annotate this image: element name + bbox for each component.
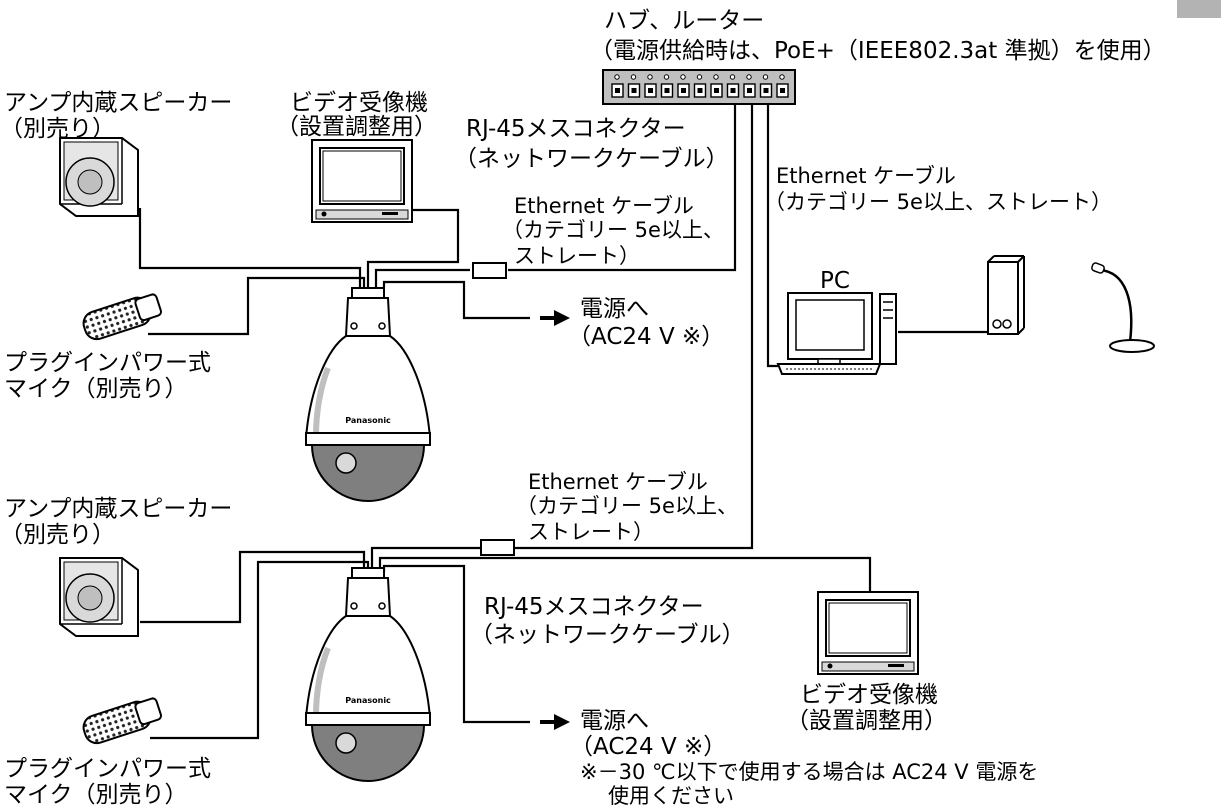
rj45-bottom-note: （ネットワークケーブル） (470, 622, 745, 648)
page-tab (1177, 0, 1221, 18)
power-top-note: （AC24 V ※） (568, 324, 725, 350)
speaker-top-note: （別売り） (0, 116, 115, 142)
speaker-top (59, 137, 139, 217)
brand-text-bottom: Panasonic (345, 696, 391, 705)
monitor-top-label: ビデオ受像機 (290, 90, 428, 116)
hub-port-jack (664, 88, 670, 93)
monitor-bottom-note: （設置調整用） (786, 708, 947, 734)
dome-camera-top: Panasonic (304, 287, 432, 502)
pc-computer (776, 292, 897, 375)
network-hub (602, 69, 796, 105)
hub-led (614, 74, 620, 80)
monitor-bottom-label: ビデオ受像機 (800, 682, 938, 708)
hub-led (713, 74, 719, 80)
mic-top-note: マイク（別売り） (4, 376, 188, 402)
footnote-line-1: ※－30 ℃以下で使用する場合は AC24 V 電源を (580, 760, 1039, 784)
mic-bottom-label: プラグインパワー式 (4, 756, 211, 782)
hub-port-jack (763, 88, 769, 93)
hub-led (729, 74, 736, 80)
hub-led (779, 74, 785, 80)
hub-led (630, 74, 637, 80)
power-arrows (540, 310, 570, 730)
dome-camera-bottom: Panasonic (304, 567, 432, 782)
hub-led (696, 74, 703, 80)
eth-top-label: Ethernet ケーブル (514, 194, 694, 218)
mic-bottom (82, 697, 163, 745)
eth-top-type: ストレート） (514, 244, 640, 268)
mic-top (82, 293, 163, 341)
speaker-bottom (59, 557, 139, 637)
hub-port-jack (714, 88, 719, 93)
pc-label: PC (820, 268, 850, 294)
eth-bottom-label: Ethernet ケーブル (528, 470, 708, 494)
footnote-line-2: 使用ください (608, 784, 734, 808)
hub-power-note: （電源供給時は、PoE+（IEEE802.3at 準拠）を使用） (590, 38, 1166, 64)
eth-bottom-spec: （カテゴリー 5e以上、 (516, 494, 738, 518)
pc-microphone (1091, 262, 1155, 353)
speaker-top-label: アンプ内蔵スピーカー (4, 90, 233, 116)
hub-led (647, 74, 653, 80)
hub-port-jack (747, 88, 752, 93)
speaker-bottom-label: アンプ内蔵スピーカー (4, 496, 233, 522)
hub-led (663, 74, 670, 80)
power-bottom-label: 電源へ (580, 708, 649, 734)
mic-top-label: プラグインパワー式 (4, 350, 211, 376)
hub-port-jack (780, 88, 785, 93)
hub-led (680, 74, 686, 80)
brand-text-top: Panasonic (345, 416, 391, 425)
hub-led (746, 74, 752, 80)
monitor-bottom (817, 591, 919, 675)
hub-title: ハブ、ルーター (604, 8, 765, 34)
monitor-top (311, 139, 413, 223)
hub-port-jack (648, 88, 653, 93)
rj45-connectors (472, 262, 515, 556)
eth-top-spec: （カテゴリー 5e以上、 (502, 218, 724, 242)
power-bottom-note: （AC24 V ※） (570, 734, 727, 760)
rj45-bottom-label: RJ-45メスコネクター (484, 594, 704, 620)
hub-port-jack (681, 88, 686, 93)
hub-port-jack (631, 88, 637, 93)
hub-port-jack (730, 88, 736, 93)
speaker-bottom-note: （別売り） (0, 522, 115, 548)
hub-port-jack (615, 88, 620, 93)
rj45-top-note: （ネットワークケーブル） (454, 146, 729, 172)
power-top-label: 電源へ (580, 296, 649, 322)
hub-led (762, 74, 769, 80)
eth-pc-label: Ethernet ケーブル (776, 164, 956, 188)
monitor-top-note: （設置調整用） (276, 114, 437, 140)
eth-bottom-type: ストレート） (528, 520, 654, 544)
eth-pc-spec: （カテゴリー 5e以上、ストレート） (764, 190, 1112, 214)
hub-port-jack (697, 88, 703, 93)
pc-speaker (987, 255, 1025, 335)
rj45-top-label: RJ-45メスコネクター (466, 116, 686, 142)
mic-bottom-note: マイク（別売り） (4, 782, 188, 808)
